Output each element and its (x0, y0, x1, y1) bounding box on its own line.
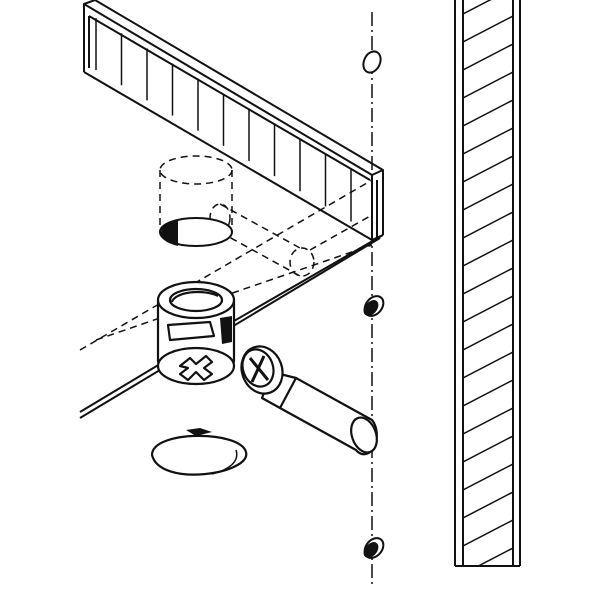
hatch-line (478, 547, 513, 565)
hatch-line (463, 323, 513, 351)
cover-cap (150, 428, 248, 476)
hatch-line (463, 407, 513, 435)
side-panel-hatching (463, 0, 513, 600)
hatch-line (463, 43, 513, 71)
alignment-lines (79, 12, 373, 585)
hatch-line (463, 379, 513, 407)
hatch-line (463, 155, 513, 183)
hatch-line (463, 0, 492, 15)
hatch-line (463, 15, 513, 43)
hatch-line (463, 519, 513, 547)
hatch-line (463, 99, 513, 127)
hatch-line (463, 71, 513, 99)
bore-opening (159, 217, 233, 247)
hatch-line (463, 491, 513, 519)
hole-marker-top (362, 50, 382, 74)
bolt-cross-slot (248, 355, 270, 383)
hatch-line (463, 267, 513, 295)
hatch-line (463, 127, 513, 155)
hatch-line (463, 295, 513, 323)
hatch-line (463, 239, 513, 267)
shelf-edge-grain (95, 18, 352, 222)
connecting-bolt (240, 345, 378, 456)
hole-marker-bottom (363, 537, 385, 559)
hatch-line (463, 211, 513, 239)
hole-marker-middle (363, 295, 385, 317)
hatch-line (463, 463, 513, 491)
cam-cross-slot (178, 354, 214, 382)
cam-lock-housing (156, 280, 236, 386)
hatch-line (463, 435, 513, 463)
hatch-line (463, 576, 513, 600)
hatch-line (463, 183, 513, 211)
hatch-line (463, 351, 513, 379)
side-panel (454, 0, 521, 600)
